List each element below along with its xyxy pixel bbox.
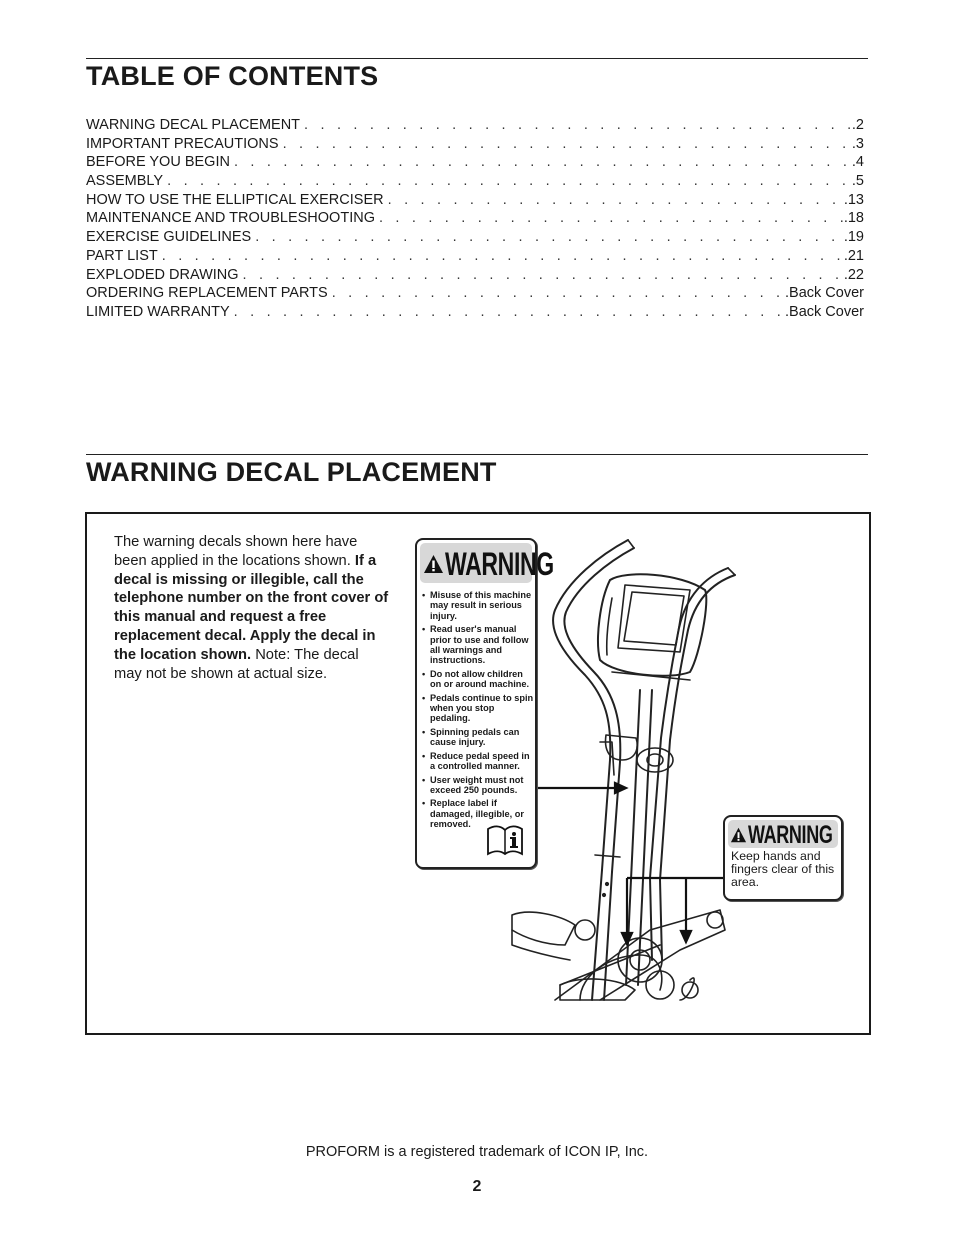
- instructions-bold: If a decal is missing or illegible, call…: [114, 552, 389, 663]
- toc-leader-dots: . . . . . . . . . . . . . . . . . . . . …: [161, 247, 844, 264]
- decal-large-list: • Misuse of this machine may result in se…: [422, 590, 534, 833]
- toc-entry-title: EXPLODED DRAWING: [86, 266, 239, 283]
- bullet-icon: •: [422, 774, 426, 785]
- toc-leader-dots: . . . . . . . . . . . . . . . . . . . . …: [304, 117, 852, 133]
- warning-decal-large: WARNING • Misuse of this machine may resu…: [415, 538, 554, 869]
- decal-placement-box: [85, 512, 871, 1035]
- warning-triangle-icon: [424, 555, 443, 573]
- decal-large-header: WARNING: [423, 546, 554, 582]
- toc-entry-title: HOW TO USE THE ELLIPTICAL EXERCISER: [86, 191, 384, 208]
- toc-entry: PART LIST . . . . . . . . . . . . . . . …: [86, 247, 864, 266]
- decal-warning-item: • Pedals continue to spin when you stop p…: [422, 693, 534, 724]
- instructions-intro: The warning decals shown here have been …: [114, 534, 358, 569]
- toc-leader-dots: . . . . . . . . . . . . . . . . . . . . …: [378, 210, 844, 227]
- decal-warning-item: • Misuse of this machine may result in se…: [422, 590, 534, 621]
- bullet-icon: •: [422, 750, 426, 761]
- toc-entry: EXERCISE GUIDELINES . . . . . . . . . . …: [86, 228, 864, 247]
- decal-warning-item: • Do not allow children on or around mach…: [422, 669, 534, 690]
- decal-warning-item: • Spinning pedals can cause injury.: [422, 727, 534, 748]
- bullet-icon: •: [422, 668, 426, 679]
- toc-top-rule: [86, 58, 868, 59]
- trademark-note: PROFORM is a registered trademark of ICO…: [305, 1144, 649, 1160]
- toc-leader-dots: . . . . . . . . . . . . . . . . . . . . …: [331, 285, 785, 302]
- warning-heading: WARNING DECAL PLACEMENT: [86, 457, 497, 487]
- toc-leader-dots: . . . . . . . . . . . . . . . . . . . . …: [387, 191, 844, 208]
- toc-entry: HOW TO USE THE ELLIPTICAL EXERCISER . . …: [86, 191, 864, 210]
- bullet-icon: •: [422, 624, 426, 635]
- decal-warning-item: • Replace label if damaged, illegible, or…: [422, 798, 534, 829]
- decal-small-text: Keep hands and fingers clear of this are…: [731, 849, 835, 889]
- toc-entry-page: .19: [843, 229, 864, 246]
- decal-small-title: WARNING: [748, 820, 833, 849]
- decal-warning-item-text: Replace label if damaged, illegible, or …: [430, 798, 524, 830]
- decal-warning-item-text: Misuse of this machine may result in ser…: [430, 590, 532, 621]
- toc-leader-dots: . . . . . . . . . . . . . . . . . . . . …: [167, 173, 852, 190]
- decal-warning-item: • User weight must not exceed 250 pounds.: [422, 775, 534, 796]
- bullet-icon: •: [422, 590, 426, 600]
- toc-entry: ASSEMBLY . . . . . . . . . . . . . . . .…: [86, 172, 864, 191]
- toc-entry-page: .5: [851, 173, 864, 190]
- page-number: 2: [472, 1178, 482, 1195]
- bullet-icon: •: [422, 726, 426, 737]
- toc-leader-dots: . . . . . . . . . . . . . . . . . . . . …: [242, 266, 844, 283]
- toc-entry: IMPORTANT PRECAUTIONS . . . . . . . . . …: [86, 135, 864, 154]
- toc-leader-dots: . . . . . . . . . . . . . . . . . . . . …: [255, 229, 844, 246]
- warning-triangle-icon: [730, 827, 747, 843]
- toc-entry-title: EXERCISE GUIDELINES: [86, 229, 252, 246]
- warning-top-rule: [86, 454, 868, 455]
- toc-entry-title: ORDERING REPLACEMENT PARTS: [86, 285, 328, 302]
- toc-entry-page: .Back Cover: [785, 303, 864, 320]
- toc-leader-dots: . . . . . . . . . . . . . . . . . . . . …: [233, 154, 852, 171]
- decal-warning-item-text: Read user's manual prior to use and foll…: [430, 624, 529, 666]
- toc-entry: LIMITED WARRANTY . . . . . . . . . . . .…: [86, 303, 864, 322]
- toc-entry: MAINTENANCE AND TROUBLESHOOTING . . . . …: [86, 209, 864, 228]
- decal-small-header-bg: [728, 820, 838, 848]
- decal-large-header-bg: [420, 543, 532, 583]
- toc-entry-page: .3: [851, 135, 864, 152]
- toc-entry: BEFORE YOU BEGIN . . . . . . . . . . . .…: [86, 153, 864, 172]
- warning-decal-small: WARNING Keep hands and fingers clear of …: [723, 815, 843, 901]
- toc-leader-dots: . . . . . . . . . . . . . . . . . . . . …: [282, 135, 852, 152]
- toc-heading: TABLE OF CONTENTS: [86, 61, 379, 91]
- toc-list: WARNING DECAL PLACEMENT . . . . . . . . …: [86, 116, 864, 322]
- decal-warning-item: • Reduce pedal speed in a controlled mann…: [422, 751, 534, 772]
- decal-warning-item-text: Reduce pedal speed in a controlled manne…: [430, 750, 530, 772]
- decal-small-header: WARNING: [730, 821, 841, 849]
- toc-entry-page: .18: [843, 210, 864, 227]
- toc-entry: WARNING DECAL PLACEMENT . . . . . . . . …: [86, 116, 864, 135]
- bullet-icon: •: [422, 692, 426, 703]
- toc-entry-title: BEFORE YOU BEGIN: [86, 154, 230, 171]
- toc-entry-title: LIMITED WARRANTY: [86, 303, 230, 320]
- instructions-note: Note: The decal may not be shown at actu…: [114, 646, 359, 682]
- manual-info-icon: [487, 825, 523, 856]
- toc-leader-dots: . . . . . . . . . . . . . . . . . . . . …: [233, 303, 785, 320]
- toc-entry-title: IMPORTANT PRECAUTIONS: [86, 135, 279, 152]
- toc-entry-title: WARNING DECAL PLACEMENT: [86, 117, 301, 133]
- decal-large-title: WARNING: [445, 545, 554, 582]
- toc-entry-title: MAINTENANCE AND TROUBLESHOOTING: [86, 210, 375, 227]
- toc-entry-page: .4: [851, 154, 864, 171]
- decal-warning-item-text: User weight must not exceed 250 pounds.: [430, 774, 524, 795]
- toc-entry-title: PART LIST: [86, 247, 158, 264]
- toc-entry-page: .22: [843, 266, 864, 283]
- toc-entry-page: .13: [843, 191, 864, 208]
- toc-entry-page: .2: [851, 117, 864, 133]
- toc-entry: ORDERING REPLACEMENT PARTS . . . . . . .…: [86, 284, 864, 303]
- decal-instructions: The warning decals shown here have been …: [114, 533, 389, 683]
- toc-entry-page: .21: [843, 247, 864, 264]
- toc-entry-page: .Back Cover: [785, 285, 864, 302]
- bullet-icon: •: [422, 798, 426, 809]
- toc-entry: EXPLODED DRAWING . . . . . . . . . . . .…: [86, 266, 864, 285]
- decal-warning-item-text: Do not allow children on or around machi…: [430, 668, 530, 690]
- decal-warning-item-text: Spinning pedals can cause injury.: [430, 726, 520, 748]
- decal-warning-item-text: Pedals continue to spin when you stop pe…: [430, 692, 534, 724]
- decal-warning-item: • Read user's manual prior to use and fol…: [422, 624, 534, 666]
- toc-entry-title: ASSEMBLY: [86, 173, 164, 190]
